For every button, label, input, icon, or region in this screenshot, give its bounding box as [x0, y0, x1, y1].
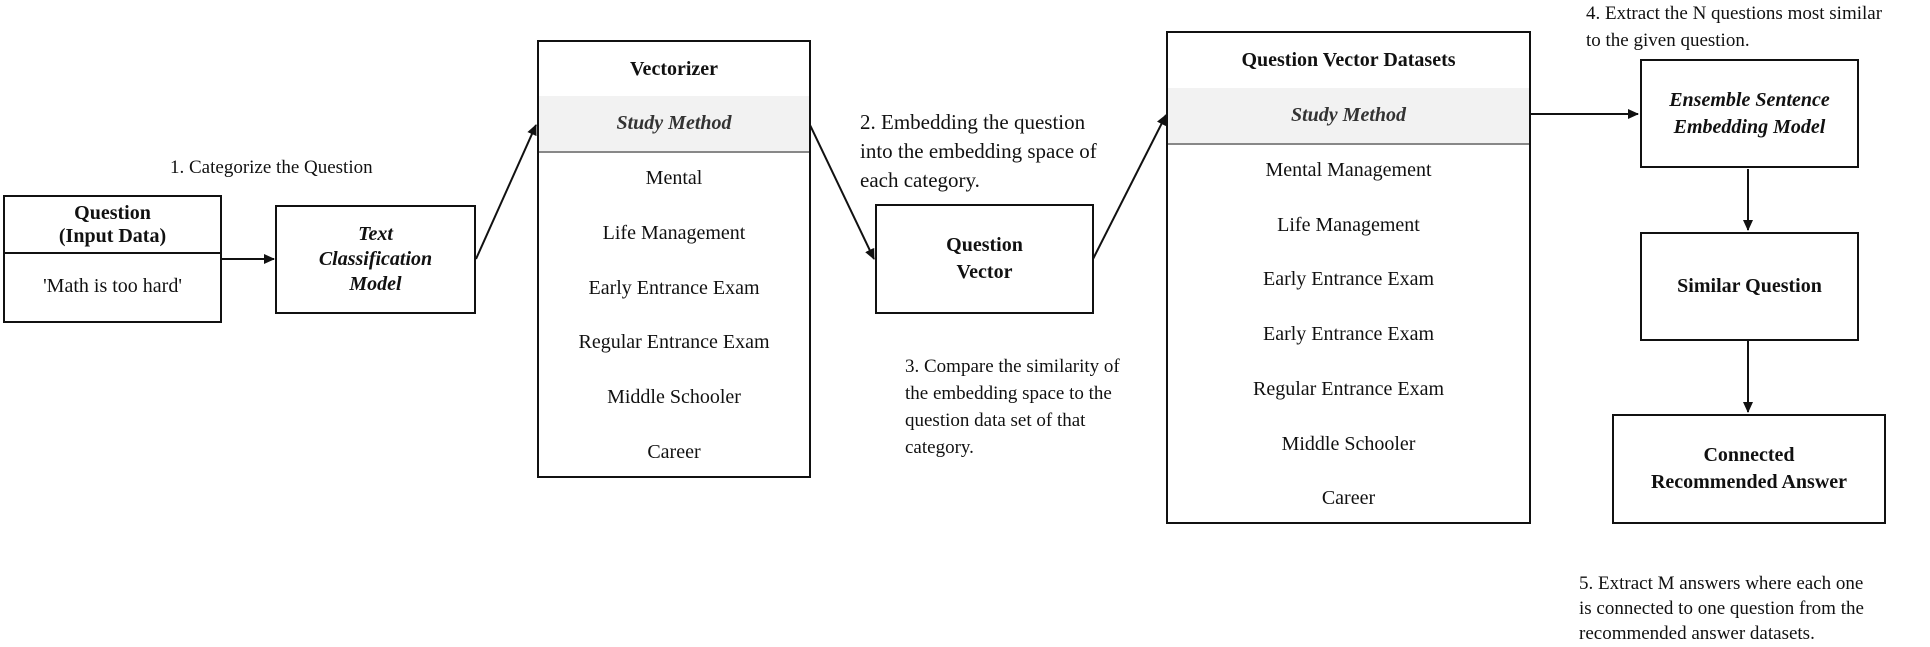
vectorizer-item: Career	[647, 441, 701, 463]
step-5-line: 5. Extract M answers where each one	[1579, 573, 1864, 594]
step-4-line: to the given question.	[1586, 30, 1750, 51]
classifier-line1: Text	[358, 223, 393, 245]
vectorizer-item: Middle Schooler	[607, 386, 741, 408]
step-4-label: 4. Extract the N questions most similar …	[1586, 0, 1882, 54]
arrow-vector-to-datasets	[1092, 114, 1167, 260]
vectorizer-item: Regular Entrance Exam	[578, 331, 770, 353]
question-vector-line2: Vector	[956, 261, 1013, 283]
question-box-title: Question	[74, 201, 151, 224]
answer-line2: Recommended Answer	[1650, 471, 1848, 493]
datasets-title: Question Vector Datasets	[1168, 33, 1529, 90]
recommended-answer-box: Connected Recommended Answer	[1612, 414, 1886, 524]
ensemble-line1: Ensemble Sentence	[1669, 88, 1830, 111]
step-3-line: 3. Compare the similarity of	[905, 356, 1120, 377]
step-1-text: 1. Categorize the Question	[170, 157, 373, 178]
step-2-line: 2. Embedding the question	[860, 110, 1086, 134]
step-3-line: the embedding space to the	[905, 383, 1112, 404]
step-3-label: 3. Compare the similarity of the embeddi…	[905, 353, 1120, 461]
datasets-item: Early Entrance Exam	[1262, 323, 1435, 345]
arrow-classifier-to-vectorizer	[475, 124, 537, 260]
question-vector-line1: Question	[946, 234, 1023, 256]
question-vector-box: Question Vector	[875, 204, 1094, 314]
datasets-item: Life Management	[1277, 214, 1420, 236]
step-2-line: into the embedding space of	[860, 139, 1097, 163]
vectorizer-item: Early Entrance Exam	[588, 277, 760, 299]
vectorizer-box: Vectorizer Study Method Mental Life Mana…	[537, 40, 811, 478]
datasets-selected-category: Study Method	[1168, 88, 1529, 145]
question-input-box: Question (Input Data) 'Math is too hard'	[3, 195, 222, 323]
classifier-line2: Classification	[318, 248, 433, 270]
datasets-item: Mental Management	[1265, 159, 1432, 181]
vectorizer-title: Vectorizer	[539, 42, 809, 98]
step-3-line: category.	[905, 437, 974, 458]
step-3-line: question data set of that	[905, 410, 1086, 431]
text-classification-model: Text Classification Model	[275, 205, 476, 314]
step-4-line: 4. Extract the N questions most similar	[1586, 3, 1883, 24]
step-5-line: recommended answer datasets.	[1579, 623, 1815, 644]
datasets-item: Career	[1321, 487, 1376, 509]
datasets-item: Regular Entrance Exam	[1252, 378, 1445, 400]
step-1-label: 1. Categorize the Question	[170, 154, 373, 181]
vectorizer-selected-category: Study Method	[539, 96, 809, 153]
answer-line1: Connected	[1703, 444, 1795, 466]
similar-question-label: Similar Question	[1677, 275, 1822, 297]
step-5-label: 5. Extract M answers where each one is c…	[1579, 571, 1864, 646]
question-example: 'Math is too hard'	[43, 275, 182, 297]
question-box-subtitle: (Input Data)	[58, 224, 167, 247]
similar-question-box: Similar Question	[1640, 232, 1859, 341]
step-2-label: 2. Embedding the question into the embed…	[860, 108, 1097, 195]
vectorizer-item: Life Management	[602, 222, 746, 244]
step-5-line: is connected to one question from the	[1579, 598, 1864, 619]
step-2-line: each category.	[860, 168, 980, 192]
arrow-vectorizer-to-vector	[809, 124, 875, 260]
vectorizer-item: Mental	[645, 167, 703, 189]
question-vector-datasets-box: Question Vector Datasets Study Method Me…	[1166, 31, 1531, 524]
datasets-item: Early Entrance Exam	[1262, 268, 1435, 290]
ensemble-line2: Embedding Model	[1673, 115, 1826, 138]
datasets-item: Middle Schooler	[1281, 433, 1416, 455]
ensemble-embedding-model: Ensemble Sentence Embedding Model	[1640, 59, 1859, 168]
classifier-line3: Model	[349, 273, 402, 295]
